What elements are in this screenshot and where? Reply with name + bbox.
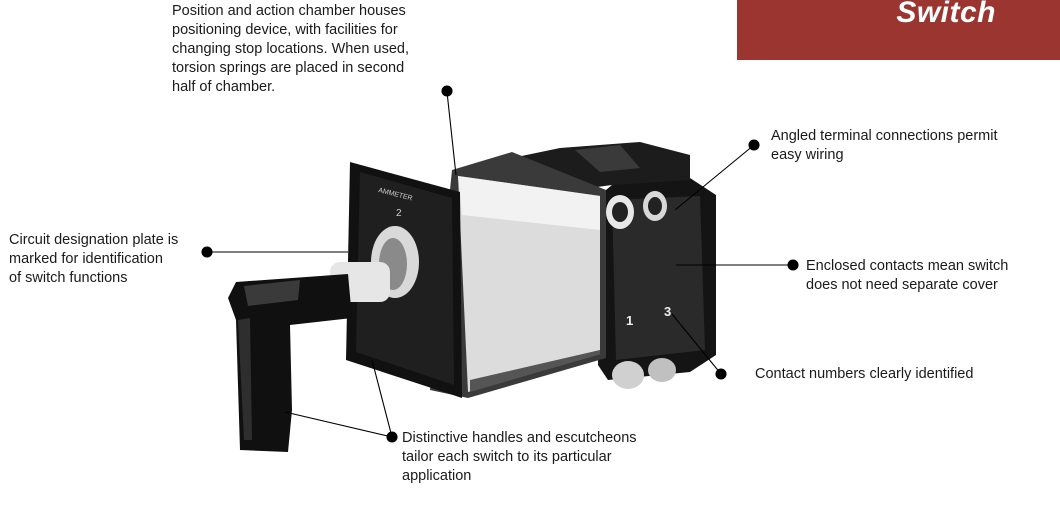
contact-block: 1 3 [512, 142, 716, 389]
handle [228, 262, 390, 452]
plate-number: 2 [396, 208, 402, 219]
title-banner: Switch [737, 0, 1060, 60]
callout-plate: Circuit designation plate is marked for … [9, 232, 179, 286]
leader-lines [201, 85, 799, 443]
callout-terminals: Angled terminal connections permit easy … [771, 128, 998, 163]
callout-contacts: Enclosed contacts mean switch does not n… [806, 258, 1009, 293]
callout-chamber: Position and action chamber houses posit… [172, 3, 409, 95]
contact-label-1: 1 [626, 313, 633, 328]
callout-handles: Distinctive handles and escutcheons tail… [402, 430, 637, 484]
chamber-body [430, 152, 606, 398]
callout-numbers: Contact numbers clearly identified [755, 366, 974, 382]
banner-title: Switch [896, 0, 996, 29]
escutcheon-plate: AMMETER 2 [346, 162, 462, 398]
contact-label-3: 3 [664, 304, 671, 319]
